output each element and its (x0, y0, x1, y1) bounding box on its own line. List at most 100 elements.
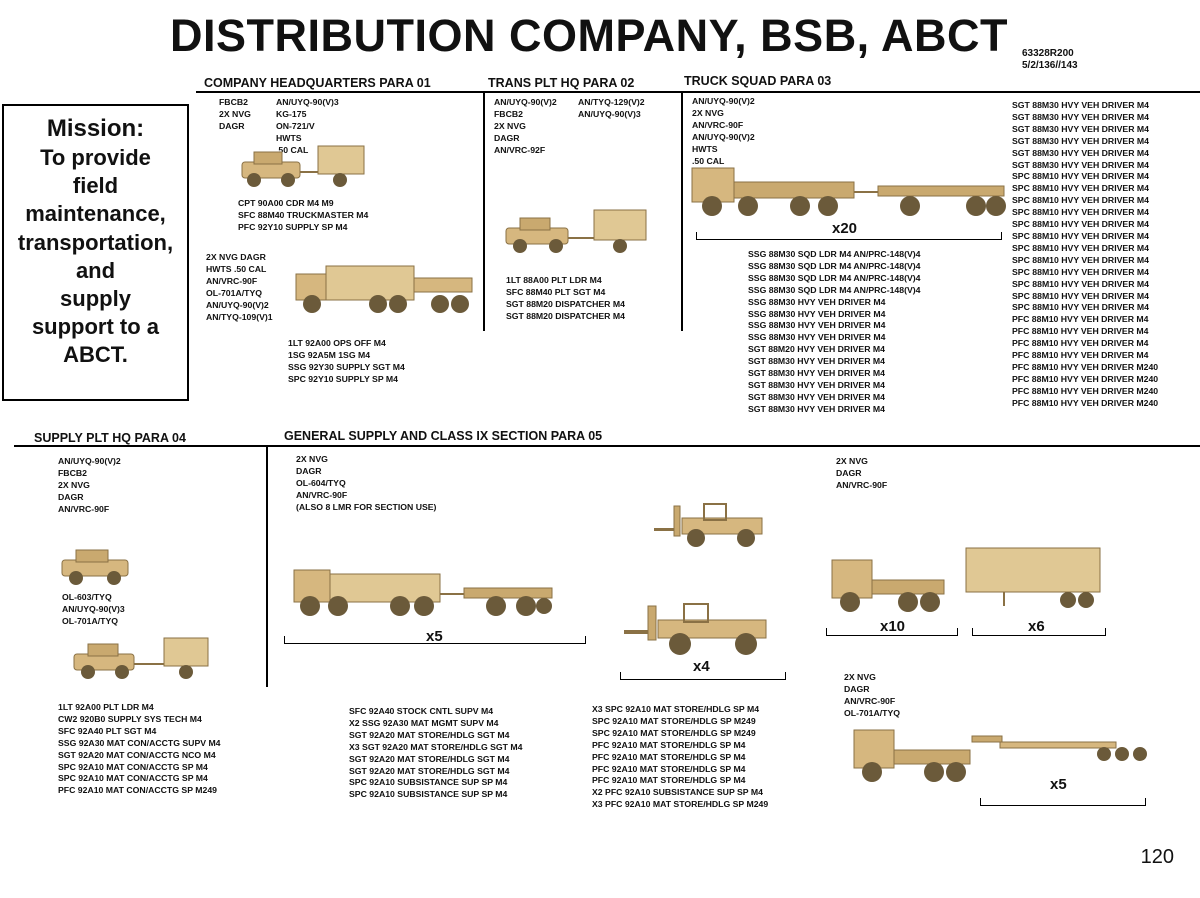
text-line: 2X NVG (692, 107, 724, 118)
text-line: SFC 88M40 TRUCKMASTER M4 (238, 209, 369, 220)
text-line: PFC 92A10 MAT STORE/HDLG SP M4 (592, 775, 746, 786)
text-line: PFC 88M10 HVY VEH DRIVER M240 (1012, 361, 1159, 372)
cargo-truck-brace (284, 636, 586, 644)
mission-line: To provide (40, 145, 151, 170)
forklift-icon (654, 503, 763, 547)
text-line: .50 CAL (276, 144, 309, 155)
text-line: SSG 88M30 SQD LDR M4 AN/PRC-148(V)4 (748, 272, 921, 283)
text-line: AN/UYQ-90(V)2 (692, 131, 755, 142)
text-line: 1LT 88A00 PLT LDR M4 (506, 275, 602, 285)
text-line: SPC 92Y10 SUPPLY SP M4 (288, 373, 398, 384)
text-line: SGT 88M30 HVY VEH DRIVER M4 (1012, 100, 1149, 110)
text-line: PFC 88M10 HVY VEH DRIVER M4 (1012, 314, 1149, 325)
text-line: SSG 88M30 SQD LDR M4 AN/PRC-148(V)4 (748, 284, 921, 295)
text-line: SPC 88M10 HVY VEH DRIVER M4 (1012, 230, 1149, 241)
header-general-supply: GENERAL SUPPLY AND CLASS IX SECTION PARA… (284, 429, 603, 443)
page-title: DISTRIBUTION COMPANY, BSB, ABCT (170, 10, 1009, 61)
text-line: X2 PFC 92A10 SUBSISTANCE SUP SP M4 (592, 787, 763, 798)
text-line: SPC 88M10 HVY VEH DRIVER M4 (1012, 207, 1149, 218)
text-line: AN/VRC-90F (844, 695, 896, 706)
text-line: DAGR (219, 120, 245, 131)
text-line: SPC 88M10 HVY VEH DRIVER M4 (1012, 242, 1149, 253)
text-line: SPC 88M10 HVY VEH DRIVER M4 (1012, 171, 1149, 182)
text-line: PFC 92Y10 SUPPLY SP M4 (238, 221, 348, 232)
mission-line: support to a (31, 314, 160, 340)
text-line: SPC 88M10 HVY VEH DRIVER M4 (1012, 302, 1149, 313)
hmmwv-trailer-icon (73, 637, 209, 679)
text-line: SGT 88M30 HVY VEH DRIVER M4 (748, 356, 885, 367)
text-line: AN/UYQ-90(V)2 (58, 456, 121, 466)
hmmwv-trailer-icon (241, 145, 365, 187)
divider-trans-truck (681, 93, 683, 331)
forklift-brace (620, 672, 786, 680)
mission-box: Mission: To provide field maintenance, t… (2, 104, 189, 401)
text-line: SGT 92A20 MAT STORE/HDLG SGT M4 (349, 765, 510, 776)
text-line: SSG 92Y30 SUPPLY SGT M4 (288, 361, 405, 372)
lowboy-trailer-icon (971, 735, 1147, 761)
text-line: 2X NVG (58, 479, 90, 490)
text-line: SSG 88M30 HVY VEH DRIVER M4 (748, 320, 886, 331)
text-line: OL-604/TYQ (296, 477, 346, 488)
hemtt-cargo-trailer-icon (293, 569, 553, 616)
mission-line: transportation, (17, 229, 174, 255)
mission-line: field (72, 173, 119, 199)
text-line: SPC 88M10 HVY VEH DRIVER M4 (1012, 254, 1149, 265)
text-line: X3 PFC 92A10 MAT STORE/HDLG SP M249 (592, 799, 769, 810)
text-line: DAGR (836, 467, 862, 478)
text-line: SSG 88M30 HVY VEH DRIVER M4 (748, 296, 886, 307)
mission-line: maintenance, (25, 201, 166, 227)
text-line: SPC 88M10 HVY VEH DRIVER M4 (1012, 219, 1149, 230)
header-supply-plt-hq: SUPPLY PLT HQ PARA 04 (34, 431, 186, 445)
tractor-multiplier: x10 (880, 618, 906, 635)
text-line: OL-701A/TYQ (844, 707, 900, 718)
lowboy-brace (980, 798, 1146, 806)
tractor-truck-icon (853, 729, 971, 782)
text-line: X3 SPC 92A10 MAT STORE/HDLG SP M4 (592, 704, 760, 714)
text-line: SGT 88M30 HVY VEH DRIVER M4 (1012, 147, 1149, 158)
text-line: PFC 92A10 MAT CON/ACCTG SP M249 (58, 785, 217, 796)
mission-line: and (75, 257, 116, 283)
text-line: PFC 88M10 HVY VEH DRIVER M240 (1012, 385, 1159, 396)
text-line: FBCB2 (219, 97, 248, 107)
text-line: SFC 88M40 PLT SGT M4 (506, 286, 606, 297)
top-divider (196, 91, 1200, 93)
text-line: PFC 88M10 HVY VEH DRIVER M240 (1012, 397, 1159, 408)
text-line: SGT 88M20 DISPATCHER M4 (506, 310, 625, 321)
text-line: 1LT 92A00 OPS OFF M4 (288, 338, 386, 348)
text-line: HWTS (276, 132, 302, 143)
hmmwv-icon (61, 549, 129, 585)
cargo-truck-multiplier: x5 (426, 628, 443, 645)
text-line: SFC 92A40 STOCK CNTL SUPV M4 (349, 706, 494, 716)
hmmwv-trailer-icon (505, 209, 647, 253)
text-line: .50 CAL (692, 155, 725, 166)
text-line: AN/UYQ-90(V)3 (62, 603, 125, 614)
divider-co-trans (483, 93, 485, 331)
mission-line: supply (60, 286, 131, 312)
text-line: SPC 92A10 MAT CON/ACCTG SP M4 (58, 773, 208, 784)
text-line: 2X NVG (296, 454, 328, 464)
text-line: AN/UYQ-90(V)2 (692, 96, 755, 106)
text-line: SPC 92A10 SUBSISTANCE SUP SP M4 (349, 789, 508, 800)
truck-squad-brace (696, 232, 1002, 240)
text-line: SGT 88M30 HVY VEH DRIVER M4 (1012, 111, 1149, 122)
mission-line: ABCT. (63, 342, 128, 368)
text-line: SPC 88M10 HVY VEH DRIVER M4 (1012, 183, 1149, 194)
text-line: 2X NVG (844, 672, 876, 682)
text-line: SGT 88M30 HVY VEH DRIVER M4 (748, 403, 885, 414)
forklift-multiplier: x4 (693, 658, 710, 675)
middle-divider (14, 445, 1200, 447)
text-line: DAGR (844, 683, 870, 694)
text-line: KG-175 (276, 108, 307, 119)
